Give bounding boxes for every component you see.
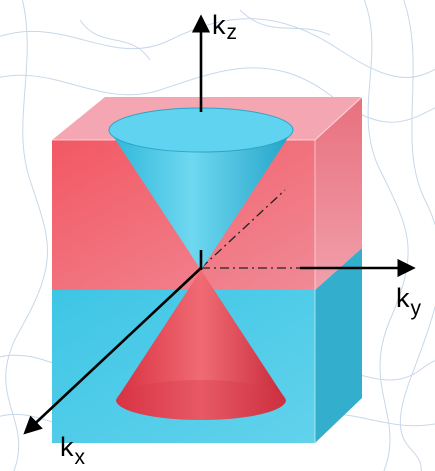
upper-cone (108, 107, 294, 270)
svg-text:kx: kx (60, 432, 86, 469)
kz-symbol: k (212, 10, 226, 40)
axis-label-kz: kz (212, 10, 237, 44)
axis-label-ky: ky (396, 283, 422, 320)
kz-subscript: z (227, 21, 238, 44)
upper-cone-rim (109, 108, 293, 152)
ky-subscript: y (411, 297, 422, 320)
cube-right-face-red (315, 97, 362, 290)
kx-axis (23, 267, 202, 435)
kx-subscript: x (75, 446, 86, 469)
ky-symbol: k (396, 283, 410, 313)
lower-cone (116, 270, 286, 420)
kx-symbol: k (60, 432, 74, 462)
axis-label-kx: kx (60, 432, 86, 469)
axes (23, 14, 416, 435)
svg-text:kz: kz (212, 10, 237, 44)
cube-right-face-blue (315, 248, 362, 443)
svg-text:ky: ky (396, 283, 422, 320)
